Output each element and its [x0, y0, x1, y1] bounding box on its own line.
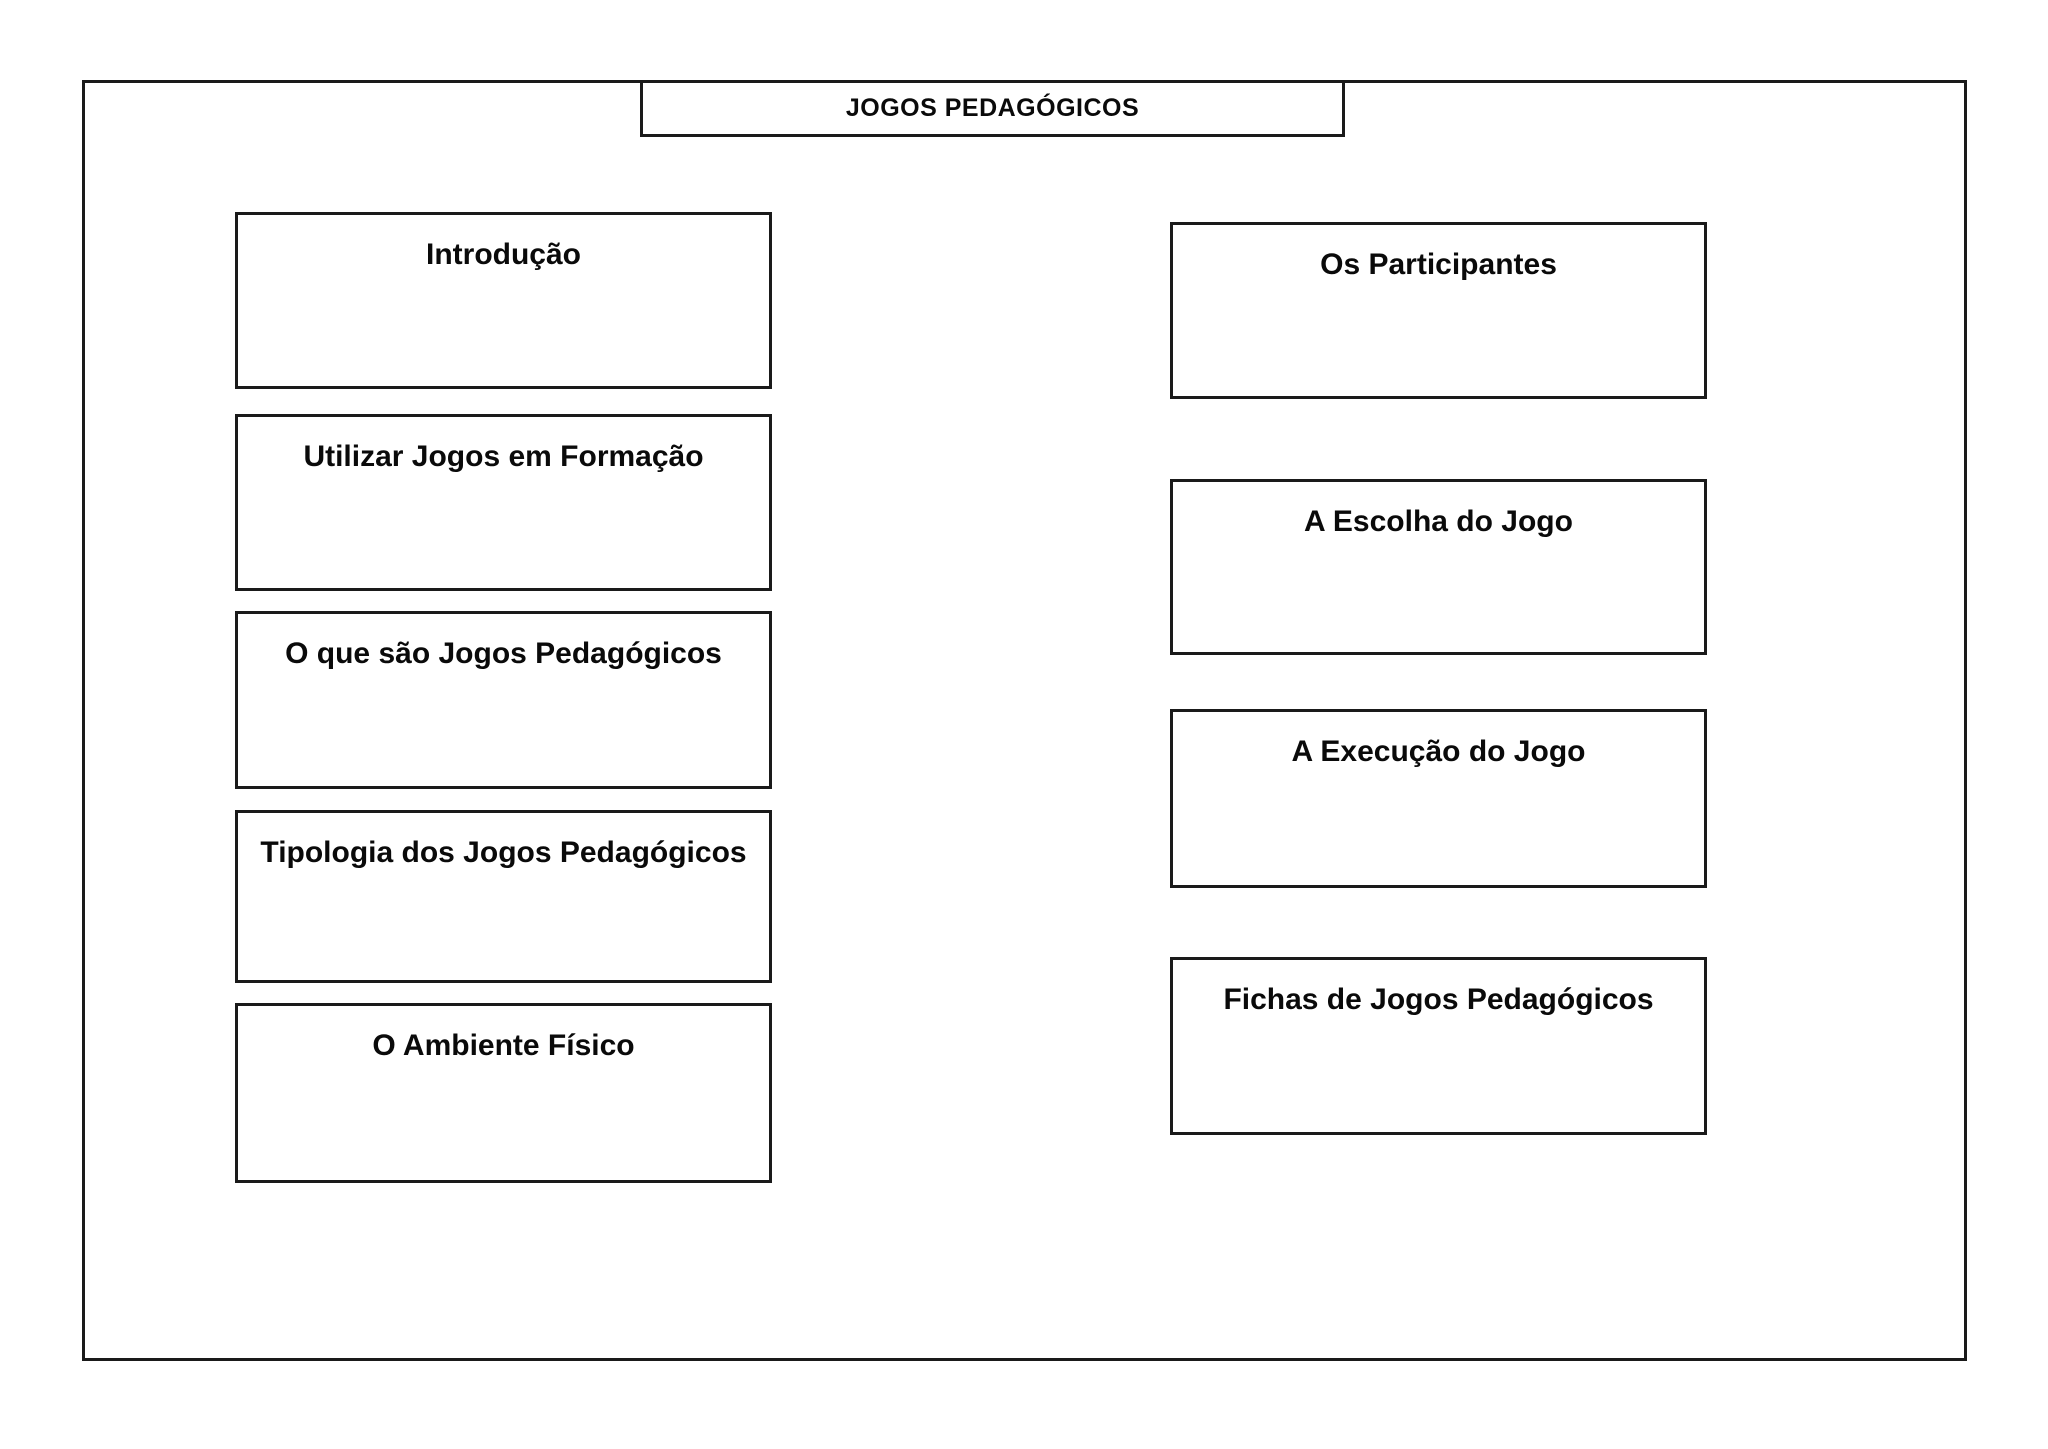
node-label: Utilizar Jogos em Formação	[303, 440, 704, 473]
node-os-participantes: Os Participantes	[1170, 222, 1707, 399]
node-label: O Ambiente Físico	[372, 1029, 635, 1062]
node-utilizar-jogos-em-formacao: Utilizar Jogos em Formação	[235, 414, 772, 591]
node-label: Introdução	[426, 238, 581, 271]
title-box: JOGOS PEDAGÓGICOS	[640, 80, 1345, 137]
node-o-ambiente-fisico: O Ambiente Físico	[235, 1003, 772, 1183]
node-label: A Escolha do Jogo	[1304, 505, 1573, 538]
node-a-escolha-do-jogo: A Escolha do Jogo	[1170, 479, 1707, 655]
node-introducao: Introdução	[235, 212, 772, 389]
node-label: O que são Jogos Pedagógicos	[285, 637, 722, 670]
diagram-title: JOGOS PEDAGÓGICOS	[845, 94, 1140, 122]
node-a-execucao-do-jogo: A Execução do Jogo	[1170, 709, 1707, 888]
node-label: Os Participantes	[1320, 248, 1557, 281]
node-tipologia-dos-jogos-pedagogicos: Tipologia dos Jogos Pedagógicos	[235, 810, 772, 983]
node-fichas-de-jogos-pedagogicos: Fichas de Jogos Pedagógicos	[1170, 957, 1707, 1135]
node-label: A Execução do Jogo	[1291, 735, 1586, 768]
node-label: Tipologia dos Jogos Pedagógicos	[260, 836, 747, 869]
node-label: Fichas de Jogos Pedagógicos	[1223, 983, 1654, 1016]
node-o-que-sao-jogos-pedagogicos: O que são Jogos Pedagógicos	[235, 611, 772, 789]
